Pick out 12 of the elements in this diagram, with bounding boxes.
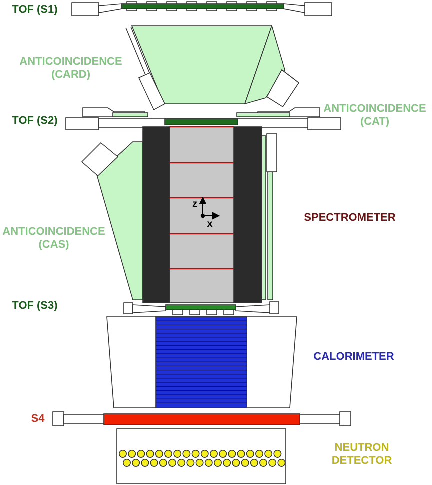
detector-label: ANTICOINCIDENCE (CAS)	[2, 226, 106, 252]
detector-label: CALORIMETER	[312, 351, 396, 364]
detector-label: TOF (S2)	[11, 115, 59, 128]
axis-label: x	[206, 218, 214, 231]
detector-label: ANTICOINCIDENCE (CARD)	[18, 56, 124, 82]
axis-label: z	[192, 198, 198, 211]
detector-label: ANTICOINCIDENCE (CAT)	[322, 103, 428, 129]
detector-label: TOF (S1)	[11, 4, 59, 17]
detector-label: TOF (S3)	[11, 300, 59, 313]
detector-label: SPECTROMETER	[303, 212, 397, 225]
detector-label: S4	[30, 413, 46, 426]
detector-label: NEUTRON DETECTOR	[330, 442, 394, 468]
